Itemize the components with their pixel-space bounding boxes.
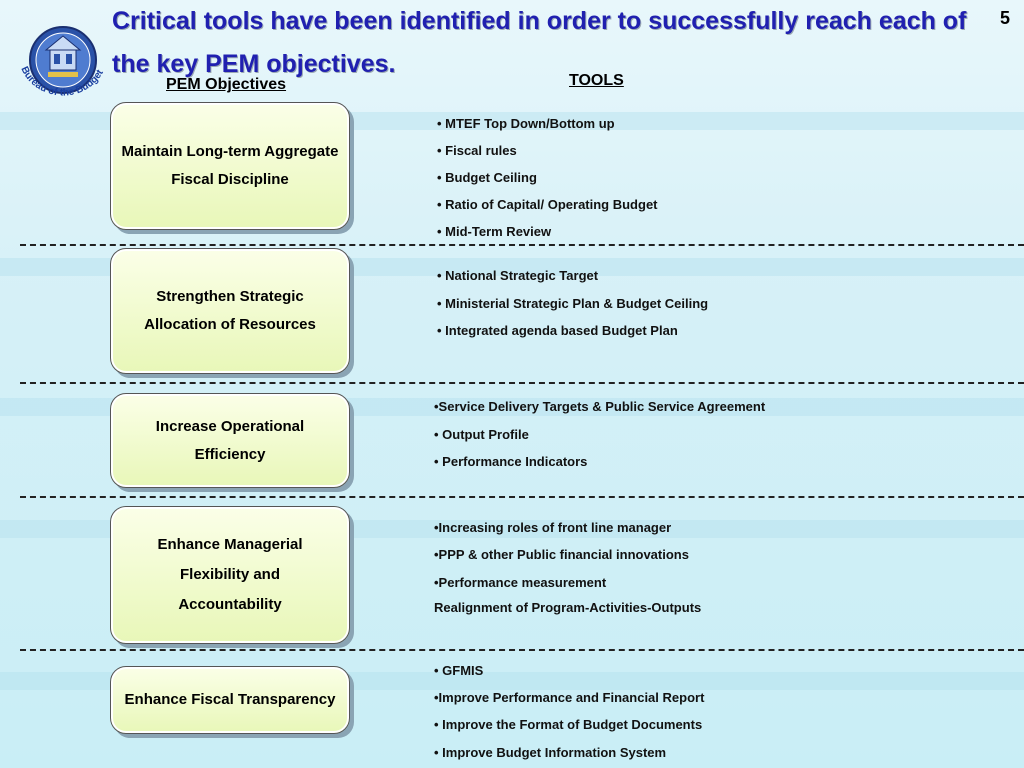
tool-item: • Ministerial Strategic Plan & Budget Ce… <box>437 296 709 311</box>
tool-item: • Mid-Term Review <box>437 224 552 239</box>
tools-header: TOOLS <box>569 72 624 89</box>
tool-item: •PPP & other Public financial innovation… <box>434 547 689 562</box>
bureau-of-the-budget-seal-icon: Bureau of the Budget <box>18 26 106 99</box>
objectives-header: PEM Objectives <box>166 76 287 93</box>
objective-box: Maintain Long-term Aggregate Fiscal Disc… <box>110 102 350 230</box>
tool-item: • Ratio of Capital/ Operating Budget <box>437 197 658 212</box>
tool-item: • Integrated agenda based Budget Plan <box>437 323 678 338</box>
tool-item: •Service Delivery Targets & Public Servi… <box>434 399 766 414</box>
tool-item: •Improve Performance and Financial Repor… <box>434 690 705 705</box>
tool-item: • MTEF Top Down/Bottom up <box>437 116 615 131</box>
tool-item: • Improve Budget Information System <box>434 745 667 760</box>
slide-title: Critical tools have been identified in o… <box>112 7 967 78</box>
objective-label: Enhance Fiscal Transparency <box>124 691 336 708</box>
section-divider <box>20 649 1024 651</box>
objective-box: Strengthen Strategic Allocation of Resou… <box>110 248 350 374</box>
objective-box: Increase Operational Efficiency <box>110 393 350 488</box>
tool-item: • Performance Indicators <box>434 454 588 469</box>
tool-item: •Increasing roles of front line manager <box>434 520 672 535</box>
objective-box: Enhance Fiscal Transparency <box>110 666 350 734</box>
tool-item: • Fiscal rules <box>437 143 517 158</box>
objective-label: Strengthen Strategic Allocation of Resou… <box>144 288 316 333</box>
objective-label: Maintain Long-term Aggregate Fiscal Disc… <box>121 143 339 188</box>
objective-box: Enhance Managerial Flexibility and Accou… <box>110 506 350 644</box>
tool-item: Realignment of Program-Activities-Output… <box>434 600 702 615</box>
objective-label: Increase Operational Efficiency <box>155 417 305 463</box>
tool-item: •Performance measurement <box>434 575 607 590</box>
tool-item: • Budget Ceiling <box>437 170 537 185</box>
tool-item: • National Strategic Target <box>437 268 599 283</box>
objective-label: Enhance Managerial Flexibility and Accou… <box>157 536 303 613</box>
section-divider <box>20 496 1024 498</box>
section-divider <box>20 382 1024 384</box>
tool-item: • Output Profile <box>434 427 529 442</box>
tool-item: • GFMIS <box>434 663 484 678</box>
section-divider <box>20 244 1024 246</box>
tool-item: • Improve the Format of Budget Documents <box>434 717 703 732</box>
page-number: 5 <box>1000 8 1011 28</box>
